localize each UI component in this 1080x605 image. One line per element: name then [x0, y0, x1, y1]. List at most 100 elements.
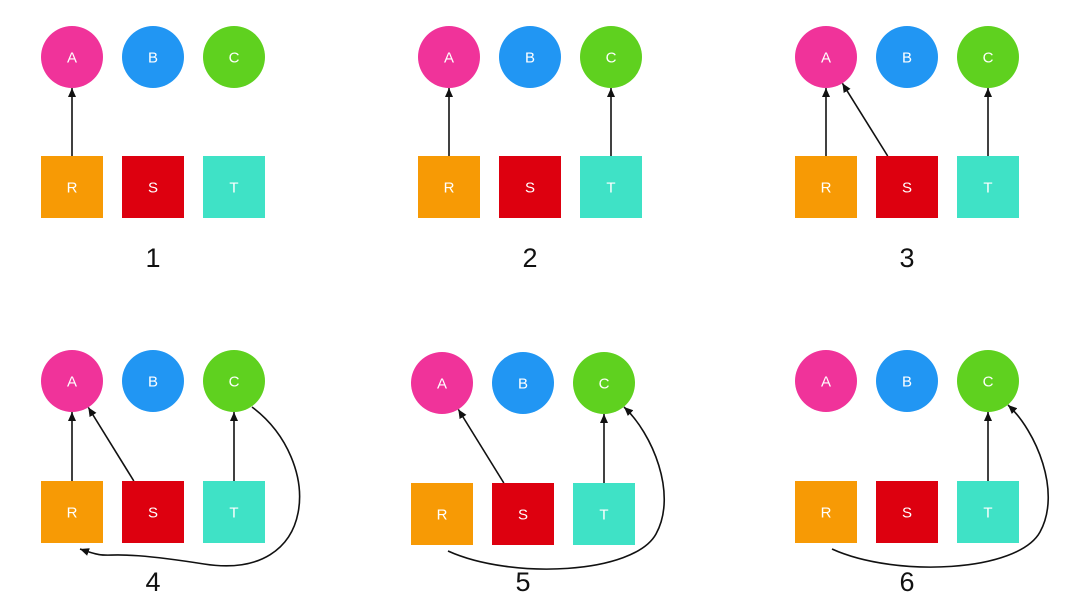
edge-c-to-r — [79, 406, 301, 567]
node-b-label: B — [148, 374, 158, 391]
node-r: R — [411, 483, 473, 545]
node-b: B — [876, 26, 938, 88]
node-r-label: R — [67, 505, 78, 522]
node-c-circle — [580, 26, 642, 88]
edge-s-to-a — [457, 408, 505, 484]
node-s-square — [122, 481, 184, 543]
node-t: T — [580, 156, 642, 218]
panel-3-label: 3 — [899, 243, 914, 273]
node-c-label: C — [606, 50, 617, 67]
node-t-square — [580, 156, 642, 218]
node-b-circle — [492, 352, 554, 414]
node-t-label: T — [983, 505, 992, 522]
node-t: T — [573, 483, 635, 545]
node-a-circle — [795, 26, 857, 88]
node-s-label: S — [902, 505, 912, 522]
node-r-square — [41, 156, 103, 218]
node-a: A — [795, 26, 857, 88]
node-a-circle — [41, 350, 103, 412]
edge-s-to-a — [87, 406, 135, 482]
node-r-label: R — [821, 505, 832, 522]
node-c-label: C — [983, 374, 994, 391]
panel-5-label: 5 — [515, 567, 530, 597]
node-b-circle — [122, 26, 184, 88]
node-t: T — [203, 156, 265, 218]
node-c: C — [580, 26, 642, 88]
node-t-square — [957, 156, 1019, 218]
node-b-circle — [499, 26, 561, 88]
node-r-square — [795, 481, 857, 543]
node-c-label: C — [229, 50, 240, 67]
node-t-label: T — [599, 507, 608, 524]
node-c-circle — [573, 352, 635, 414]
node-r: R — [418, 156, 480, 218]
node-t-label: T — [229, 505, 238, 522]
node-a-circle — [795, 350, 857, 412]
node-s-label: S — [518, 507, 528, 524]
node-c-label: C — [599, 376, 610, 393]
node-b-circle — [876, 350, 938, 412]
node-t-label: T — [229, 180, 238, 197]
node-s: S — [122, 156, 184, 218]
node-s-label: S — [148, 505, 158, 522]
node-a-label: A — [67, 50, 77, 67]
node-b-label: B — [518, 376, 528, 393]
node-c: C — [203, 26, 265, 88]
node-r: R — [41, 481, 103, 543]
node-s-square — [876, 156, 938, 218]
node-s: S — [122, 481, 184, 543]
node-s-label: S — [902, 180, 912, 197]
node-c-circle — [203, 26, 265, 88]
node-t-square — [203, 156, 265, 218]
node-r-label: R — [444, 180, 455, 197]
edge-r-to-c — [447, 406, 665, 570]
node-a: A — [795, 350, 857, 412]
node-c-circle — [203, 350, 265, 412]
node-b-label: B — [148, 50, 158, 67]
node-a: A — [41, 26, 103, 88]
node-r: R — [41, 156, 103, 218]
node-b: B — [876, 350, 938, 412]
node-r-square — [41, 481, 103, 543]
node-t: T — [957, 481, 1019, 543]
node-a-label: A — [444, 50, 454, 67]
node-r: R — [795, 481, 857, 543]
node-a-circle — [411, 352, 473, 414]
node-r-square — [418, 156, 480, 218]
node-a: A — [41, 350, 103, 412]
panel-2-label: 2 — [522, 243, 537, 273]
node-s: S — [499, 156, 561, 218]
panel-6: A B C R S T 6 — [795, 350, 1049, 597]
panel-2: A B C R S T 2 — [418, 26, 642, 273]
node-a-circle — [418, 26, 480, 88]
edge-s-to-a — [841, 82, 889, 157]
node-s-square — [492, 483, 554, 545]
node-b: B — [492, 352, 554, 414]
node-t-square — [203, 481, 265, 543]
node-t-label: T — [606, 180, 615, 197]
node-a-label: A — [821, 374, 831, 391]
node-t: T — [203, 481, 265, 543]
node-a-circle — [41, 26, 103, 88]
node-b-label: B — [902, 374, 912, 391]
node-b: B — [499, 26, 561, 88]
node-r-square — [411, 483, 473, 545]
node-r-label: R — [821, 180, 832, 197]
node-r-square — [795, 156, 857, 218]
node-b-label: B — [902, 50, 912, 67]
panel-4-label: 4 — [145, 567, 160, 597]
node-a: A — [411, 352, 473, 414]
node-b: B — [122, 350, 184, 412]
edge-r-to-c — [831, 404, 1049, 568]
panel-6-label: 6 — [899, 567, 914, 597]
node-b: B — [122, 26, 184, 88]
node-a: A — [418, 26, 480, 88]
node-s-label: S — [148, 180, 158, 197]
node-c-circle — [957, 26, 1019, 88]
node-c: C — [957, 350, 1019, 412]
node-s-square — [122, 156, 184, 218]
node-r-label: R — [67, 180, 78, 197]
